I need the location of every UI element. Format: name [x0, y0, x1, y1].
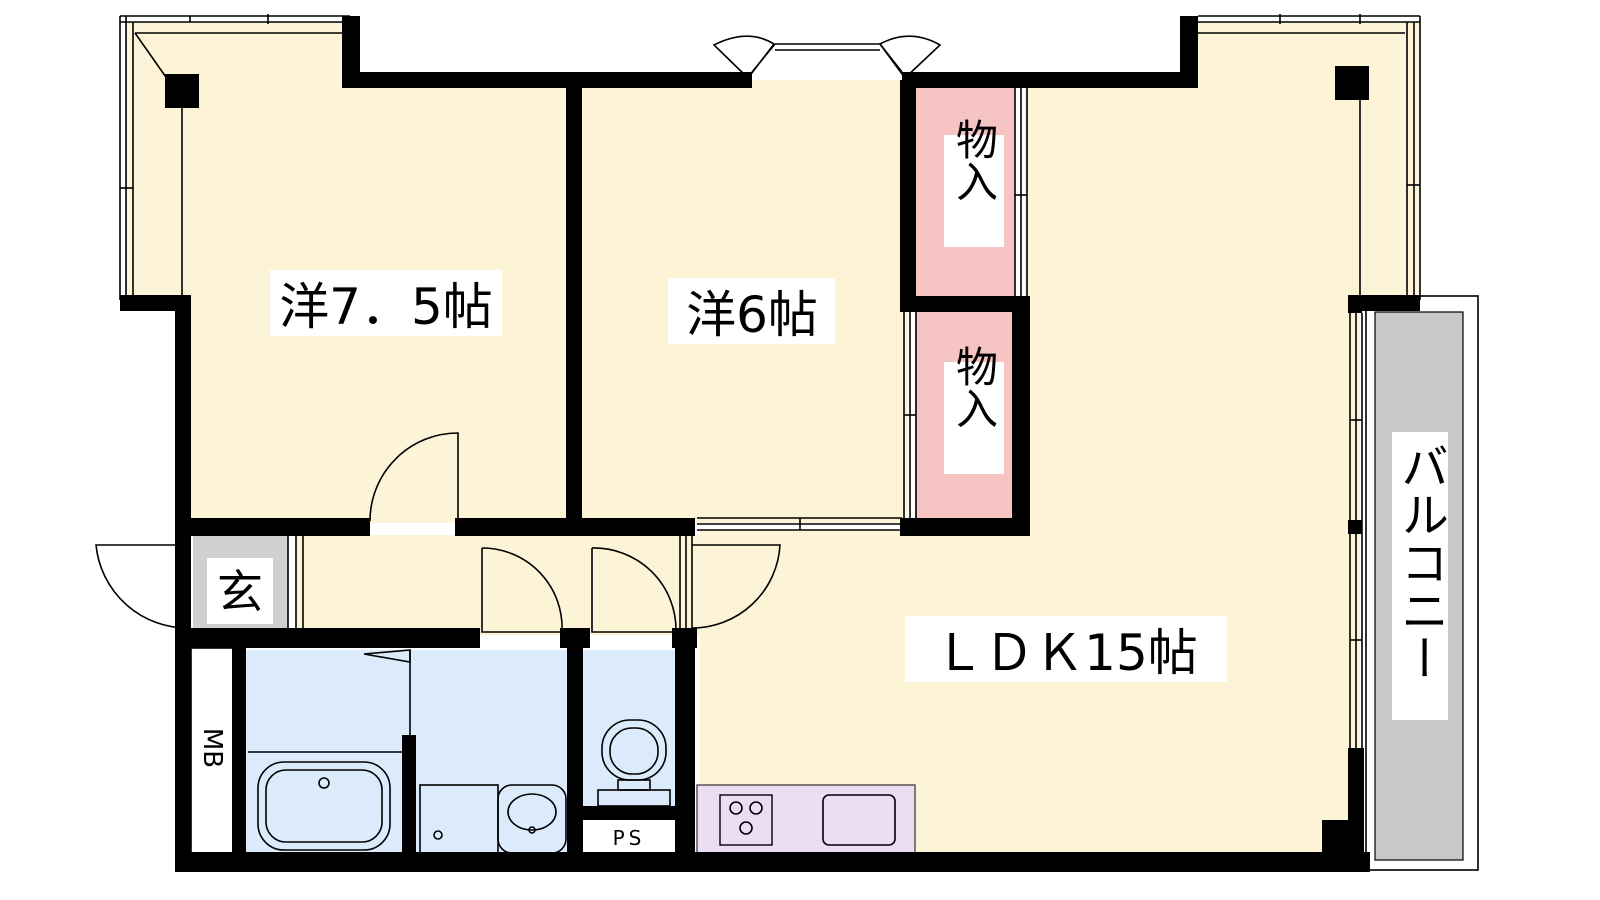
- kitchen-counter: [696, 784, 916, 856]
- room-label-closet-bottom: 物入: [950, 345, 999, 429]
- door-western-1: [369, 432, 459, 522]
- label-bg-balcony: [1392, 432, 1448, 720]
- door-washroom: [481, 547, 563, 633]
- room-label-balcony: バルコニー: [1392, 442, 1448, 682]
- bath-fixtures: [248, 649, 411, 851]
- label-bg-western-1: [270, 270, 502, 336]
- label-bg-ldk: [905, 616, 1227, 682]
- windows: [119, 14, 1421, 854]
- door-toilet: [591, 547, 677, 633]
- doors: [95, 432, 781, 633]
- toilet-floor: [583, 650, 675, 820]
- label-bg-western-2: [668, 278, 835, 344]
- washroom-fixtures: [419, 784, 567, 854]
- room-label-western-2: 洋6帖: [686, 286, 818, 344]
- room-label-genkan: 玄: [217, 565, 263, 619]
- room-label-mb: MB: [197, 728, 227, 768]
- room-label-ps: PS: [613, 826, 646, 850]
- room-label-closet-top: 物入: [950, 118, 999, 202]
- label-bg-genkan: [207, 558, 273, 624]
- door-ldk-entry: [691, 544, 781, 629]
- label-bg-mb: [196, 738, 228, 802]
- room-label-ldk: ＬＤＫ15帖: [934, 624, 1198, 682]
- label-bg-ps: [590, 822, 668, 850]
- door-genkan-entry: [95, 544, 189, 629]
- washroom-floor: [410, 650, 575, 855]
- room-label-western-1: 洋7．5帖: [279, 278, 493, 336]
- kitchen-fixtures: [719, 794, 896, 846]
- walls: [120, 16, 1420, 872]
- label-bg-closet-bottom: [944, 362, 1004, 474]
- toilet-fixtures: [597, 719, 671, 807]
- label-bg-closet-top: [944, 135, 1004, 247]
- room-ldk-floor: [700, 22, 1420, 860]
- corridor-floor: [295, 535, 700, 635]
